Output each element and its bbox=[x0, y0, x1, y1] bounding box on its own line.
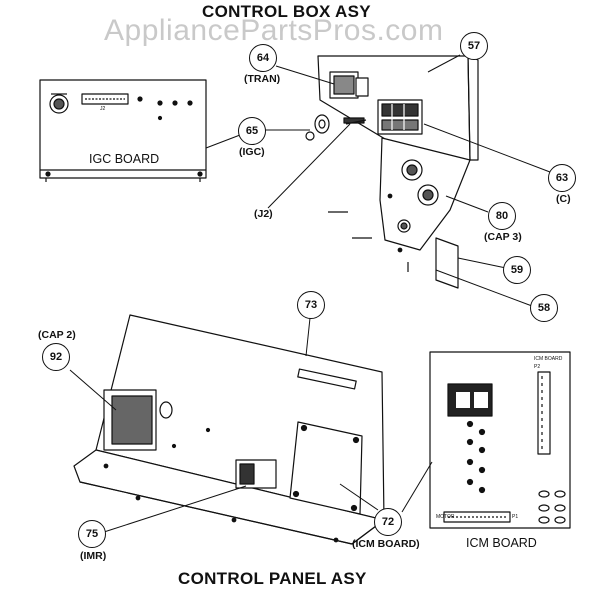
label-cap3: (CAP 3) bbox=[484, 231, 522, 243]
callout-80: 80 bbox=[488, 202, 516, 230]
leader-lines bbox=[69, 54, 551, 533]
icm-p1-label: P1 bbox=[512, 514, 519, 520]
callout-72: 72 bbox=[374, 508, 402, 536]
igc-j2-label: J2 bbox=[100, 106, 106, 112]
label-icm-board: (ICM BOARD) bbox=[352, 538, 420, 550]
watermark: AppliancePartsPros.com bbox=[104, 14, 444, 47]
icm-board-label: ICM BOARD bbox=[466, 536, 537, 550]
control-box-drawing bbox=[305, 55, 479, 289]
icm-board-drawing bbox=[429, 351, 571, 529]
callout-92: 92 bbox=[42, 343, 70, 371]
callout-75: 75 bbox=[78, 520, 106, 548]
icm-motor-label: MOTOR bbox=[436, 514, 455, 520]
control-panel-drawing bbox=[73, 314, 385, 545]
label-c: (C) bbox=[556, 193, 571, 205]
control-box-title: CONTROL BOX ASY bbox=[202, 2, 371, 21]
callout-59: 59 bbox=[503, 256, 531, 284]
control-panel-title: CONTROL PANEL ASY bbox=[178, 569, 367, 588]
icm-p2-label: P2 bbox=[534, 364, 541, 370]
callout-73: 73 bbox=[297, 291, 325, 319]
callout-63: 63 bbox=[548, 164, 576, 192]
label-imr: (IMR) bbox=[80, 550, 107, 562]
igc-board-label: IGC BOARD bbox=[89, 152, 160, 166]
label-cap2: (CAP 2) bbox=[38, 329, 76, 341]
igc-board-drawing bbox=[39, 79, 207, 182]
label-tran: (TRAN) bbox=[244, 73, 281, 85]
label-j2: (J2) bbox=[254, 208, 273, 220]
icm-inner-title: ICM BOARD bbox=[534, 356, 563, 362]
callout-65: 65 bbox=[238, 117, 266, 145]
callout-57: 57 bbox=[460, 32, 488, 60]
callout-58: 58 bbox=[530, 294, 558, 322]
callout-64: 64 bbox=[249, 44, 277, 72]
label-igc: (IGC) bbox=[239, 146, 265, 158]
